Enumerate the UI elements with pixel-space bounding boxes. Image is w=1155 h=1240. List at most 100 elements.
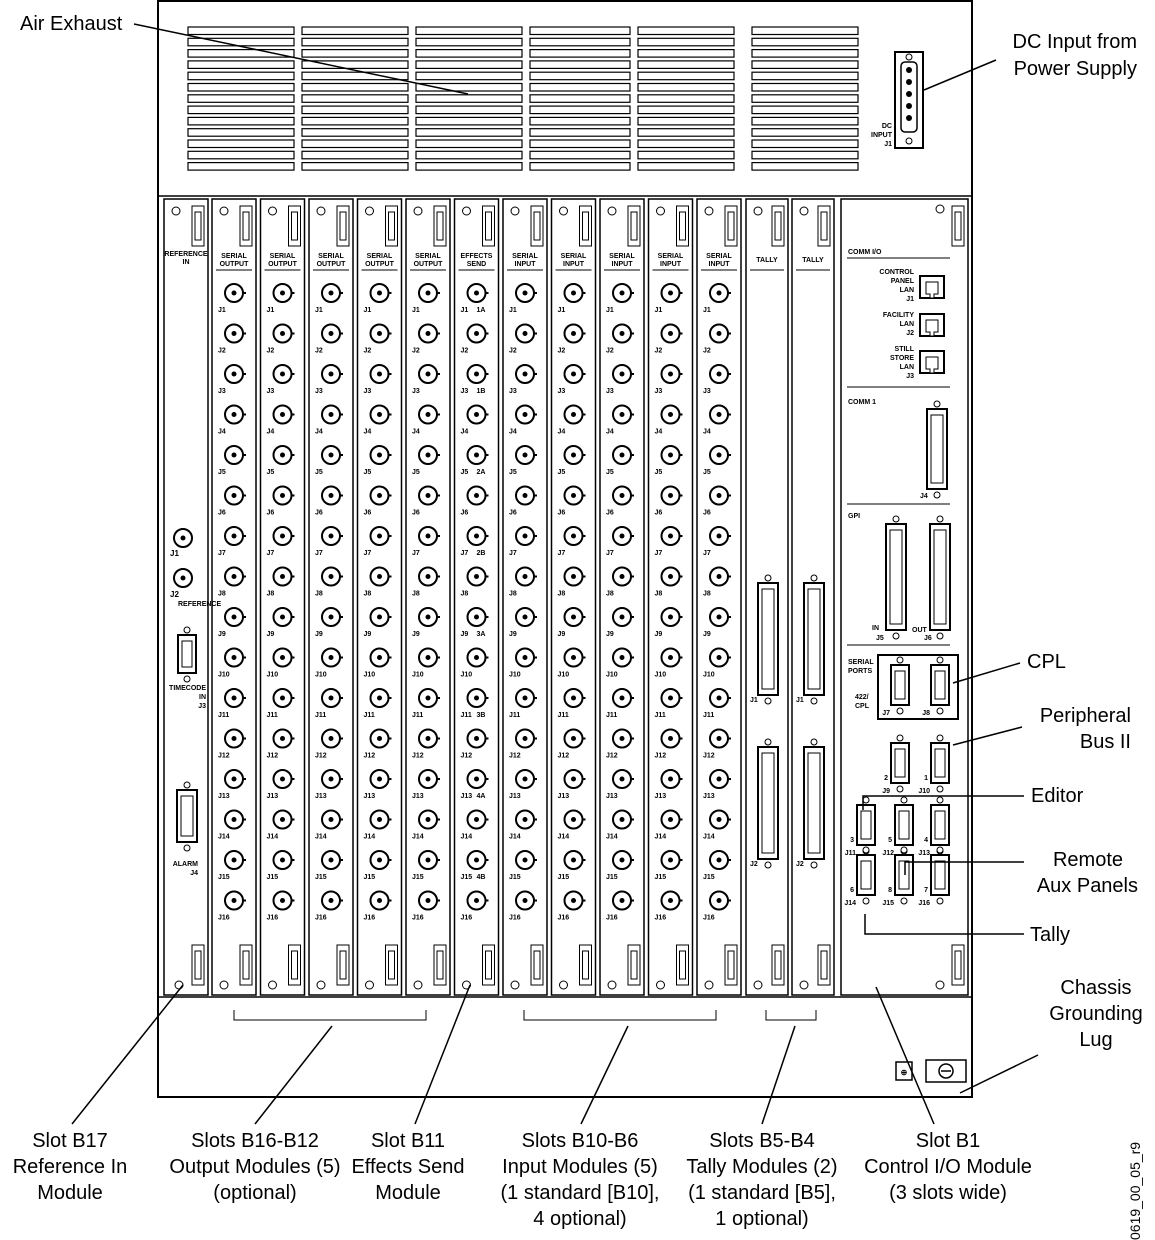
bnc-connector[interactable] [563, 809, 586, 830]
bnc-connector[interactable] [369, 688, 392, 708]
bnc-connector[interactable] [515, 647, 537, 668]
bnc-connector[interactable] [466, 688, 489, 708]
bnc-connector[interactable] [660, 404, 683, 425]
bnc-connector[interactable] [660, 485, 683, 506]
bnc-connector[interactable] [369, 404, 392, 425]
serial-port-connector[interactable] [894, 846, 914, 905]
bnc-connector[interactable] [224, 323, 246, 344]
bnc-connector[interactable] [272, 809, 295, 830]
bnc-connector[interactable] [515, 283, 537, 303]
bnc-connector[interactable] [515, 890, 537, 911]
bnc-connector[interactable] [321, 769, 343, 789]
bnc-connector[interactable] [563, 404, 586, 425]
bnc-connector[interactable] [563, 769, 586, 789]
bnc-connector[interactable] [418, 445, 440, 465]
serial-port-connector[interactable] [890, 734, 910, 793]
bnc-connector[interactable] [709, 890, 731, 911]
bnc-connector[interactable] [369, 607, 392, 627]
bnc-connector[interactable] [563, 607, 586, 627]
bnc-connector[interactable] [224, 283, 246, 303]
bnc-connector[interactable] [612, 566, 634, 587]
bnc-connector[interactable] [660, 647, 683, 668]
bnc-connector[interactable] [660, 283, 683, 303]
bnc-connector[interactable] [612, 404, 634, 425]
bnc-connector[interactable] [272, 647, 295, 668]
bnc-connector[interactable] [321, 526, 343, 546]
bnc-connector[interactable] [321, 607, 343, 627]
bnc-connector[interactable] [321, 323, 343, 344]
bnc-connector[interactable] [466, 850, 489, 870]
bnc-connector[interactable] [418, 526, 440, 546]
bnc-connector[interactable] [272, 850, 295, 870]
bnc-connector[interactable] [272, 404, 295, 425]
bnc-connector[interactable] [709, 728, 731, 749]
bnc-connector[interactable] [660, 323, 683, 344]
bnc-connector[interactable] [418, 566, 440, 587]
bnc-connector[interactable] [224, 809, 246, 830]
bnc-connector[interactable] [612, 323, 634, 344]
bnc-connector[interactable] [321, 445, 343, 465]
bnc-connector[interactable] [224, 607, 246, 627]
gpi-out-connector[interactable] [929, 515, 951, 640]
bnc-connector[interactable] [563, 647, 586, 668]
bnc-connector[interactable] [369, 364, 392, 384]
bnc-connector[interactable] [660, 728, 683, 749]
timecode-connector[interactable] [177, 626, 197, 683]
bnc-connector[interactable] [515, 769, 537, 789]
bnc-connector[interactable] [709, 485, 731, 506]
bnc-connector[interactable] [321, 728, 343, 749]
bnc-connector[interactable] [272, 364, 295, 384]
bnc-connector[interactable] [369, 728, 392, 749]
control-panel-lan-port[interactable] [919, 275, 945, 299]
serial-port-connector[interactable] [930, 734, 950, 793]
bnc-connector[interactable] [709, 850, 731, 870]
tally-dsub-connector[interactable] [803, 574, 825, 705]
bnc-connector[interactable] [466, 445, 489, 465]
bnc-connector[interactable] [660, 890, 683, 911]
bnc-connector[interactable] [612, 688, 634, 708]
bnc-connector[interactable] [224, 647, 246, 668]
bnc-connector[interactable] [612, 526, 634, 546]
bnc-connector[interactable] [418, 769, 440, 789]
bnc-connector[interactable] [418, 688, 440, 708]
bnc-connector[interactable] [272, 769, 295, 789]
bnc-connector[interactable] [466, 809, 489, 830]
bnc-connector[interactable] [224, 404, 246, 425]
bnc-connector[interactable] [660, 688, 683, 708]
bnc-connector[interactable] [660, 445, 683, 465]
bnc-connector[interactable] [321, 809, 343, 830]
serial-port-connector[interactable] [894, 796, 914, 855]
bnc-connector[interactable] [612, 890, 634, 911]
bnc-connector[interactable] [515, 809, 537, 830]
bnc-connector[interactable] [224, 688, 246, 708]
bnc-connector[interactable] [709, 607, 731, 627]
bnc-connector[interactable] [563, 445, 586, 465]
bnc-connector[interactable] [272, 323, 295, 344]
bnc-connector[interactable] [369, 850, 392, 870]
bnc-connector[interactable] [660, 566, 683, 587]
bnc-connector[interactable] [272, 607, 295, 627]
bnc-connector[interactable] [224, 364, 246, 384]
bnc-connector[interactable] [612, 445, 634, 465]
bnc-connector[interactable] [369, 769, 392, 789]
bnc-connector[interactable] [466, 769, 489, 789]
bnc-connector[interactable] [709, 526, 731, 546]
bnc-connector[interactable] [369, 809, 392, 830]
bnc-connector[interactable] [563, 688, 586, 708]
bnc-connector[interactable] [321, 485, 343, 506]
bnc-connector[interactable] [563, 566, 586, 587]
bnc-connector[interactable] [709, 364, 731, 384]
bnc-connector[interactable] [660, 364, 683, 384]
serial-port-connector[interactable] [890, 656, 910, 715]
bnc-connector[interactable] [515, 688, 537, 708]
bnc-connector[interactable] [466, 526, 489, 546]
bnc-connector[interactable] [515, 526, 537, 546]
bnc-connector[interactable] [418, 283, 440, 303]
bnc-connector[interactable] [660, 526, 683, 546]
bnc-connector[interactable] [612, 769, 634, 789]
bnc-connector[interactable] [709, 283, 731, 303]
bnc-connector[interactable] [224, 890, 246, 911]
bnc-connector[interactable] [321, 688, 343, 708]
bnc-connector[interactable] [709, 566, 731, 587]
bnc-connector[interactable] [612, 607, 634, 627]
